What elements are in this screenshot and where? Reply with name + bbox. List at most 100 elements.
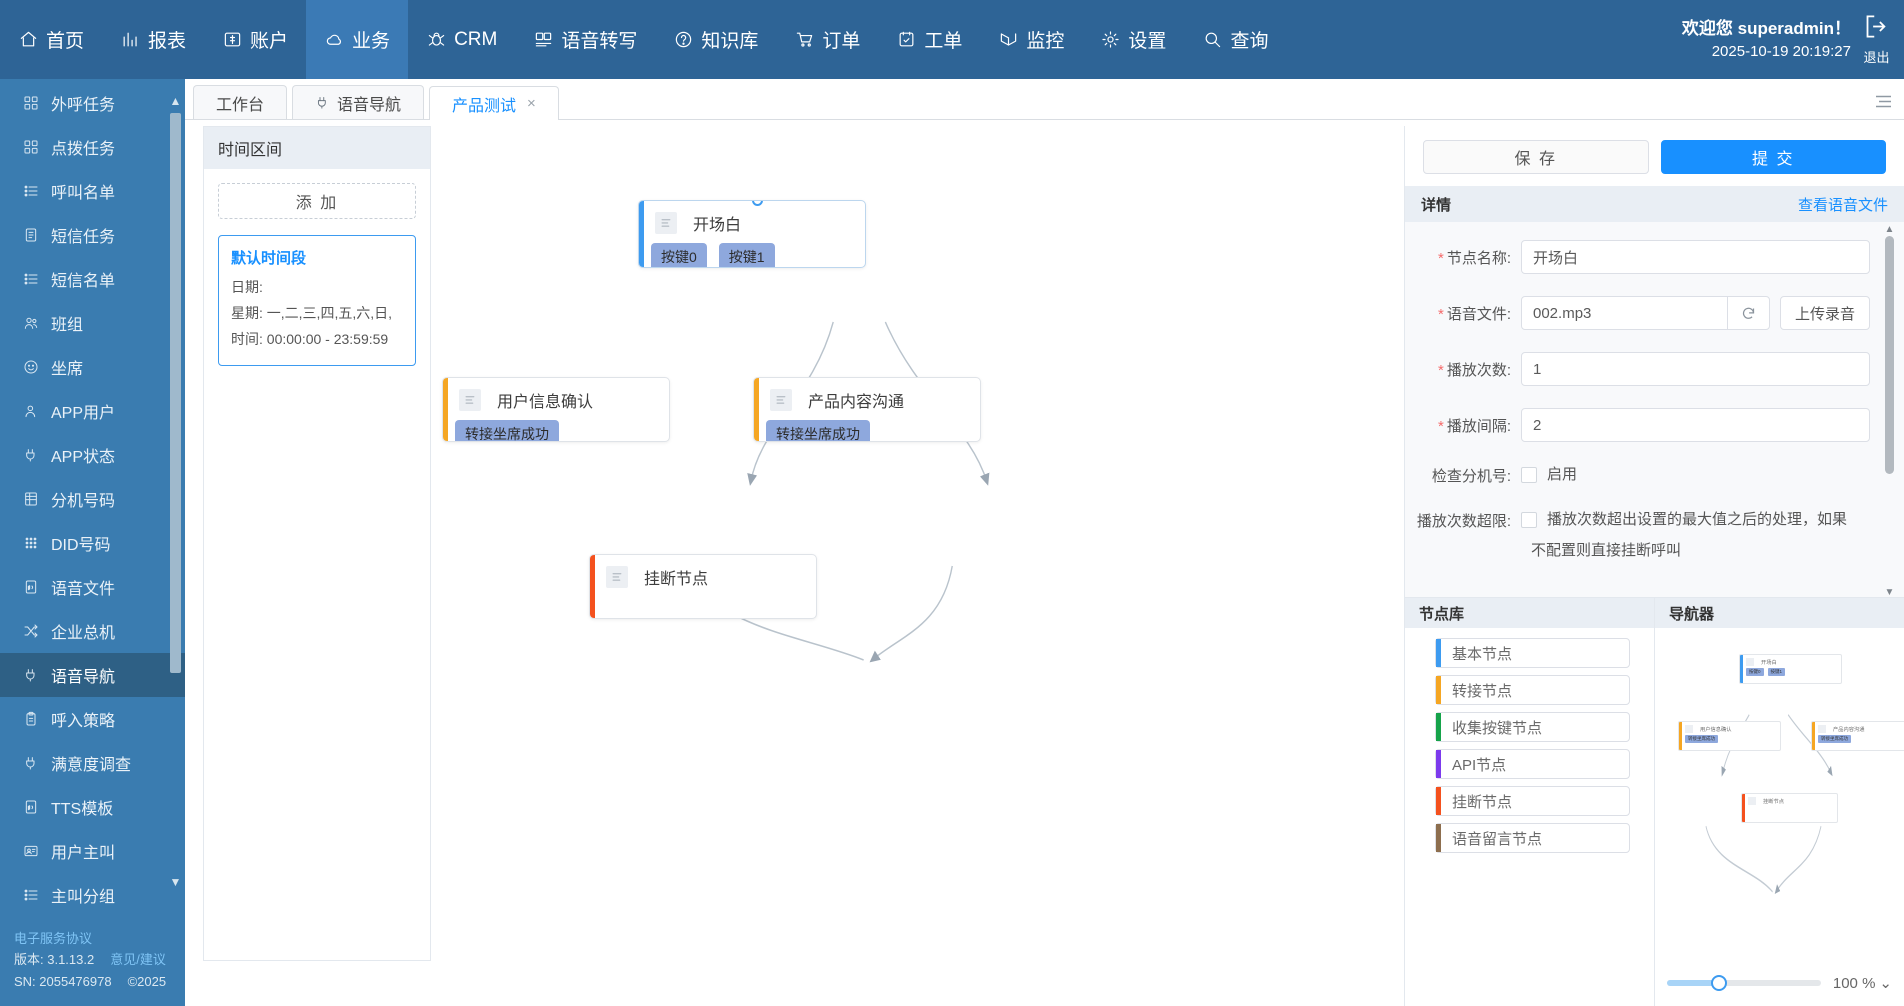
sidebar-scrollbar[interactable]: ▲ ▼ [169,93,182,890]
welcome-block: 欢迎您 superadmin！ 2025-10-19 20:19:27 [1682,16,1851,64]
top-nav-right: 欢迎您 superadmin！ 2025-10-19 20:19:27 退出 [1682,0,1904,79]
minimap-chip-0: 转接坐席成功 [1818,735,1851,743]
voice-file-input[interactable]: 002.mp3 [1521,296,1770,330]
nav-item-7[interactable]: 订单 [776,0,878,79]
node-library-list: 基本节点转接节点收集按键节点 API节点挂断节点语音留言节点 [1405,628,1654,866]
minimap-chip-1: 按键1 [1767,668,1786,676]
serial-number-text: SN: 2055476978 [14,973,112,989]
tab-0[interactable]: 工作台 [193,85,288,119]
sidebar-item-14[interactable]: 呼入策略 [0,697,185,741]
tab-menu-icon[interactable] [1875,94,1892,111]
tab-1[interactable]: 语音导航 [292,85,425,119]
nav-item-11[interactable]: 查询 [1184,0,1286,79]
nav-item-6[interactable]: 知识库 [655,0,776,79]
sidebar-scroll-down-icon[interactable]: ▼ [169,875,182,889]
node-top-port[interactable] [752,201,763,206]
feedback-link[interactable]: 意见/建议 [110,952,166,968]
sidebar-item-16[interactable]: TTS模板 [0,785,185,829]
time-range-card-week: 星期: 一,二,三,四,五,六,日, [231,304,393,321]
sidebar-scroll-thumb[interactable] [170,113,181,673]
node-library-item-5[interactable]: 语音留言节点 [1435,823,1630,853]
smile-icon [22,358,40,376]
node-library-item-2[interactable]: 收集按键节点 [1435,712,1630,742]
sidebar-item-13[interactable]: 语音导航 [0,653,185,697]
nav-item-0[interactable]: 首页 [0,0,102,79]
minimap-node-chips: 转接坐席成功 [1685,735,1777,743]
nav-item-8[interactable]: 工单 [878,0,980,79]
sidebar-item-8[interactable]: APP状态 [0,433,185,477]
node-name-input[interactable]: 开场白 [1521,240,1870,274]
play-interval-input[interactable]: 2 [1521,408,1870,442]
sidebar-item-10[interactable]: DID号码 [0,521,185,565]
nav-item-3[interactable]: 业务 [306,0,409,79]
flow-node-1[interactable]: 用户信息确认转接坐席成功 [442,377,670,442]
sidebar-item-18[interactable]: 主叫分组 [0,873,185,917]
chip-port-icon[interactable] [674,267,683,268]
flow-node-3[interactable]: 挂断节点 [589,554,817,619]
minimap-node-header: 用户信息确认 [1685,725,1777,733]
nav-item-4[interactable]: CRM [408,0,515,79]
sidebar-item-6[interactable]: 坐席 [0,345,185,389]
sidebar-item-2[interactable]: 呼叫名单 [0,169,185,213]
add-time-range-button[interactable]: 添 加 [218,183,416,219]
tab-2[interactable]: 产品测试× [429,86,559,120]
sidebar-item-15[interactable]: 满意度调查 [0,741,185,785]
close-icon[interactable]: × [527,95,536,112]
upload-recording-button[interactable]: 上传录音 [1780,296,1870,330]
nav-item-10[interactable]: 设置 [1082,0,1184,79]
form-scrollbar[interactable]: ▲ ▼ [1885,224,1895,598]
refresh-icon[interactable] [1727,297,1769,329]
agreement-link[interactable]: 电子服务协议 [14,930,93,946]
sidebar-item-17[interactable]: 用户主叫 [0,829,185,873]
right-panel: 保 存 提 交 详情 查看语音文件 *节点名称: 开场白 [1404,126,1904,1006]
zoom-value-dropdown[interactable]: 100 % ⌄ [1833,974,1892,993]
sidebar-item-5[interactable]: 班组 [0,301,185,345]
node-chip-0[interactable]: 按键0 [651,243,707,268]
flow-node-2[interactable]: 产品内容沟通转接坐席成功 [753,377,981,442]
check-extension-checkbox[interactable] [1521,467,1537,484]
sidebar-scroll-up-icon[interactable]: ▲ [169,94,182,108]
logout-button[interactable]: 退出 [1863,13,1890,66]
sidebar-item-4[interactable]: 短信名单 [0,257,185,301]
zoom-slider-knob[interactable] [1711,975,1728,991]
view-audio-file-link[interactable]: 查看语音文件 [1797,196,1888,214]
node-chip-1[interactable]: 按键1 [718,243,775,268]
node-library-item-3[interactable]: API节点 [1435,749,1630,779]
sidebar-item-7[interactable]: APP用户 [0,389,185,433]
node-library-item-1[interactable]: 转接节点 [1435,675,1630,705]
node-library-item-0[interactable]: 基本节点 [1435,638,1630,668]
sidebar-item-12[interactable]: 企业总机 [0,609,185,653]
submit-button[interactable]: 提 交 [1660,140,1886,174]
sidebar-item-11[interactable]: 语音文件 [0,565,185,609]
nav-item-5[interactable]: 语音转写 [515,0,655,79]
node-chip-0[interactable]: 转接坐席成功 [766,420,870,441]
sidebar-item-9[interactable]: 分机号码 [0,477,185,521]
nav-item-1[interactable]: 报表 [102,0,204,79]
node-chip-0[interactable]: 转接坐席成功 [455,420,559,441]
node-library-item-4[interactable]: 挂断节点 [1435,786,1630,816]
form-scroll-down-icon[interactable]: ▼ [1884,586,1895,598]
play-limit-checkbox[interactable] [1521,511,1537,528]
welcome-text: 欢迎您 superadmin！ [1681,18,1851,38]
minimap-node-icon [1746,658,1754,666]
nav-item-2[interactable]: 账户 [204,0,306,79]
chip-port-icon[interactable] [742,267,751,268]
save-button[interactable]: 保 存 [1423,140,1649,174]
form-scroll-thumb[interactable] [1885,236,1894,474]
time-range-card-0[interactable]: 默认时间段日期:星期: 一,二,三,四,五,六,日,时间: 00:00:00 -… [218,235,416,366]
nav-item-9[interactable]: 监控 [980,0,1082,79]
node-title: 挂断节点 [644,571,709,588]
sidebar-item-3[interactable]: 短信任务 [0,213,185,257]
sidebar-item-1[interactable]: 点拨任务 [0,125,185,169]
form-scroll-up-icon[interactable]: ▲ [1884,223,1895,235]
zoom-slider[interactable] [1667,975,1821,991]
play-count-input[interactable]: 1 [1521,352,1870,386]
tab-bar: 工作台语音导航产品测试× [185,79,1904,120]
sidebar-item-0[interactable]: 外呼任务 [0,81,185,125]
